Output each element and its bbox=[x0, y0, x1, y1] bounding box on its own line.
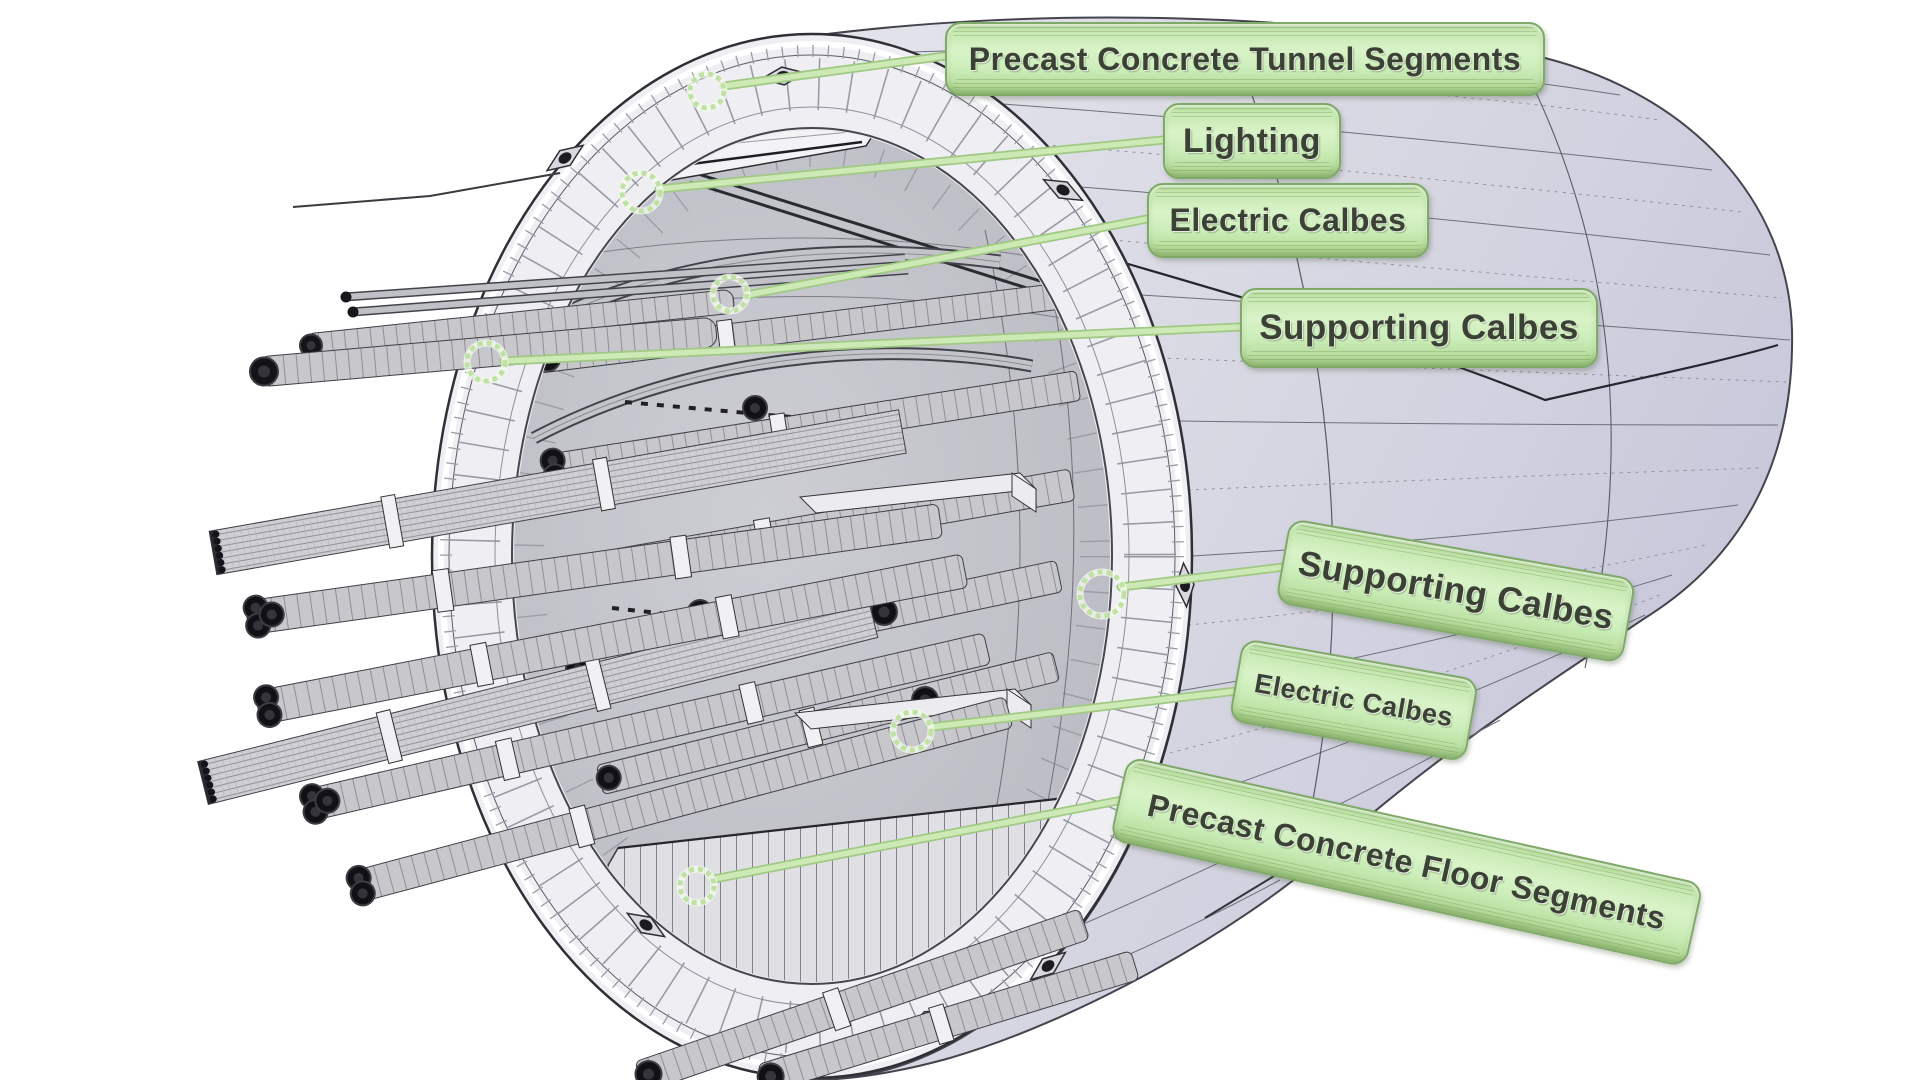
pipe-bundle bbox=[242, 504, 943, 639]
callout-lighting: Lighting bbox=[1163, 103, 1341, 179]
leader-line-lighting bbox=[654, 135, 1168, 194]
anchor-circle-supporting-upper bbox=[464, 340, 508, 384]
anchor-circle-floor-segments bbox=[677, 866, 717, 906]
anchor-circle-supporting-lower bbox=[1077, 569, 1127, 619]
ribbon-bundle bbox=[197, 594, 879, 805]
callout-electric-cables-upper: Electric Calbes bbox=[1147, 183, 1429, 258]
pipe-bundle bbox=[345, 697, 1013, 907]
callout-label: Electric Calbes bbox=[1169, 202, 1407, 238]
large-cable bbox=[248, 317, 718, 387]
leader-line-tunnel-segments bbox=[719, 51, 950, 91]
callout-label: Lighting bbox=[1182, 121, 1322, 160]
pipe-bundle bbox=[634, 909, 1089, 1080]
twin-thin-cables bbox=[340, 253, 909, 318]
leader-lines bbox=[499, 51, 1297, 884]
leader-line-electric-lower bbox=[926, 685, 1250, 732]
callout-label: Supporting Calbes bbox=[1259, 308, 1579, 347]
anchor-circle-tunnel-segments bbox=[687, 71, 727, 111]
pipe-bundle bbox=[298, 633, 990, 825]
anchor-circle-electric-lower bbox=[890, 709, 934, 753]
anchor-circles bbox=[463, 70, 1128, 907]
anchor-circle-lighting bbox=[619, 170, 663, 214]
callout-supporting-cables-upper: Supporting Calbes bbox=[1240, 288, 1598, 368]
ribbon-bundle bbox=[208, 409, 907, 576]
leader-line-supporting-upper bbox=[499, 322, 1245, 366]
leader-line-electric-upper bbox=[742, 214, 1152, 300]
callout-label: Electric Calbes bbox=[1252, 667, 1456, 732]
protruding-cables bbox=[197, 172, 1139, 1080]
leader-line-floor-segments bbox=[709, 792, 1143, 884]
pipe-bundle bbox=[756, 951, 1139, 1080]
pipe-bundle bbox=[253, 554, 968, 728]
thin-wire bbox=[292, 172, 561, 208]
callout-precast-concrete-tunnel-segments: Precast Concrete Tunnel Segments bbox=[945, 22, 1545, 96]
anchor-circle-electric-upper bbox=[710, 274, 750, 314]
leader-line-supporting-lower bbox=[1116, 561, 1297, 592]
callout-label: Precast Concrete Tunnel Segments bbox=[968, 40, 1522, 77]
